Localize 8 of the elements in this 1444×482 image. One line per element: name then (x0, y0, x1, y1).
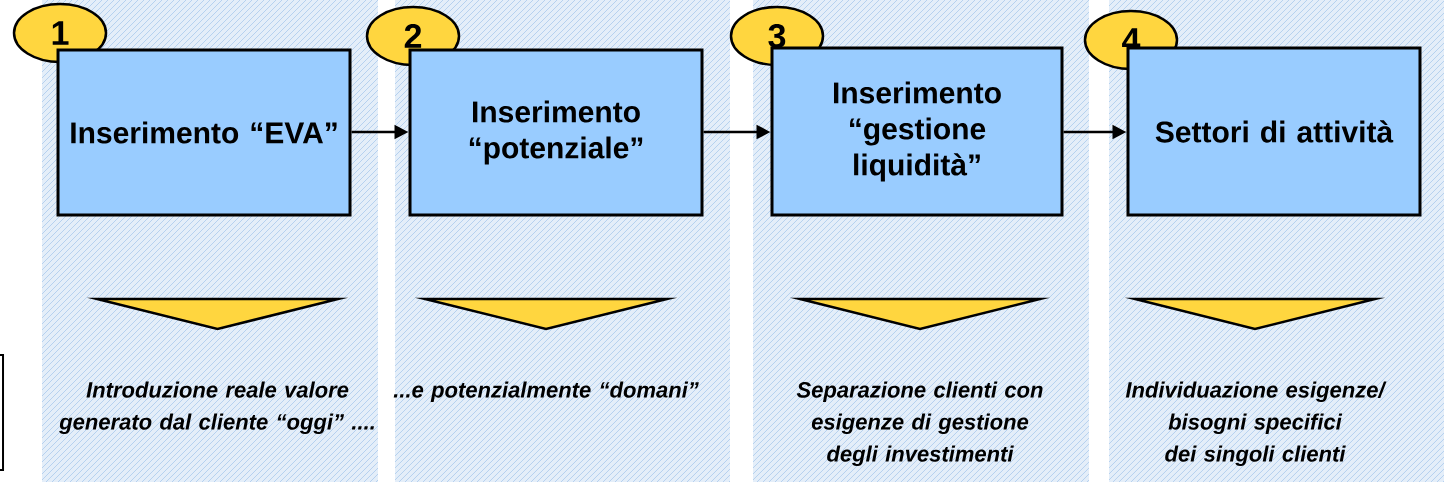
description-text: Introduzione reale valore generato dal cliente “oggi” .... (59, 381, 374, 434)
process-box: Inserimento “EVA” (56, 48, 352, 217)
process-box: Inserimento “gestione liquidità” (770, 46, 1064, 217)
description-text: Individuazione esigenze/ bisogni specifici dei singoli clienti (1125, 381, 1387, 466)
description-text: Separazione clienti con esigenze di gestione degli investimenti (796, 381, 1043, 466)
process-box: Settori di attività (1126, 46, 1422, 217)
process-box: Inserimento “potenziale” (408, 48, 704, 217)
description-text: ...e potenzialmente “domani” (393, 381, 699, 402)
